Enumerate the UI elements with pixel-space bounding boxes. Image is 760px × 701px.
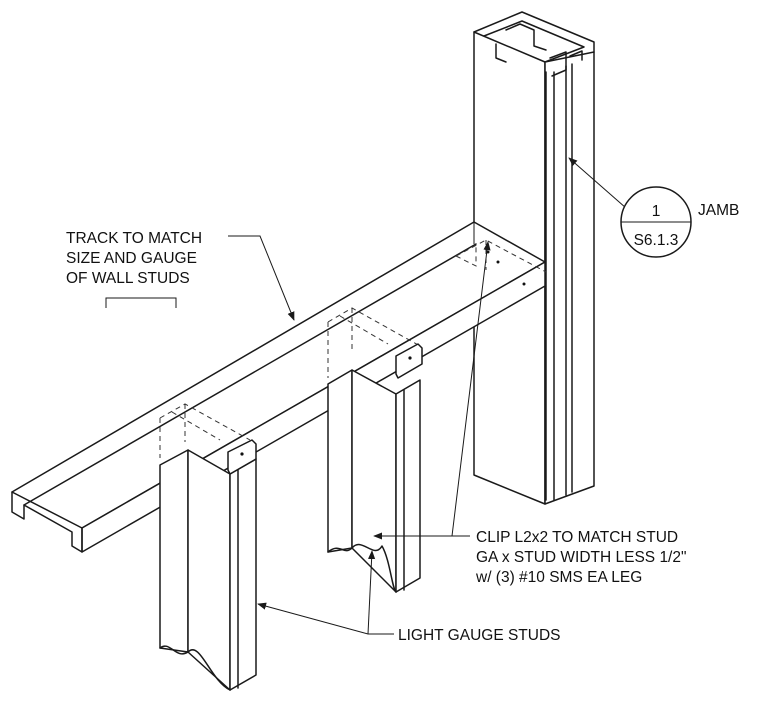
dimension-bracket (105, 297, 177, 308)
clip-note-line-1: CLIP L2x2 TO MATCH STUD (476, 529, 678, 546)
detail-callout-bubble[interactable]: 1 S6.1.3 (620, 186, 692, 258)
detail-number: 1 (652, 203, 661, 220)
clip-note-line-2: GA x STUD WIDTH LESS 1/2" (476, 549, 687, 566)
stud-left (159, 403, 257, 691)
track-note-line-3: OF WALL STUDS (66, 270, 190, 287)
jamb-column (473, 11, 595, 505)
track-note-line-1: TRACK TO MATCH (66, 230, 202, 247)
leader-lines (228, 157, 627, 635)
jamb-label: JAMB (698, 202, 739, 219)
studs-label: LIGHT GAUGE STUDS (398, 627, 561, 644)
track-note-line-2: SIZE AND GAUGE (66, 250, 197, 267)
clip-note-line-3: w/ (3) #10 SMS EA LEG (475, 569, 642, 586)
detail-sheet-reference: S6.1.3 (634, 232, 679, 249)
